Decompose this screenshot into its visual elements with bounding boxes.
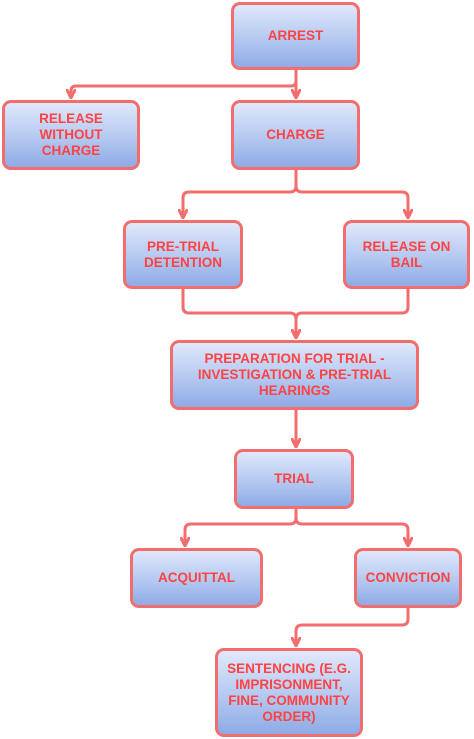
node-release-on-bail: RELEASE ON BAIL [343, 220, 470, 289]
node-charge-label: CHARGE [266, 127, 325, 142]
edge-pre-trial-detention-preparation [181, 289, 296, 337]
node-arrest-label: ARREST [267, 28, 324, 43]
node-acquittal-label: ACQUITTAL [158, 570, 235, 585]
node-sentencing-label: SENTENCING (E.G. IMPRISONMENT, FINE, COM… [227, 660, 351, 724]
node-conviction: CONVICTION [354, 548, 462, 608]
node-preparation-for-trial: PREPARATION FOR TRIAL - INVESTIGATION & … [170, 340, 419, 410]
node-sentencing: SENTENCING (E.G. IMPRISONMENT, FINE, COM… [215, 648, 363, 737]
edge-charge-release-on-bail [294, 170, 408, 217]
node-arrest: ARREST [231, 2, 360, 70]
edge-arrest-release-without-charge [71, 70, 298, 97]
node-trial: TRIAL [234, 449, 354, 509]
edge-trial-conviction [294, 509, 408, 545]
node-preparation-for-trial-label: PREPARATION FOR TRIAL - INVESTIGATION & … [197, 351, 392, 398]
node-release-on-bail-label: RELEASE ON BAIL [362, 238, 451, 270]
edge-release-on-bail-preparation [296, 289, 410, 337]
edge-charge-pre-trial-detention [183, 170, 298, 217]
node-release-without-charge-label: RELEASE WITHOUT CHARGE [39, 111, 103, 158]
node-pre-trial-detention: PRE-TRIAL DETENTION [123, 220, 243, 289]
edge-conviction-sentencing [296, 608, 410, 645]
node-trial-label: TRIAL [274, 471, 314, 486]
node-acquittal: ACQUITTAL [130, 548, 263, 608]
edge-trial-acquittal [185, 509, 298, 545]
node-pre-trial-detention-label: PRE-TRIAL DETENTION [143, 238, 222, 270]
node-charge: CHARGE [231, 100, 360, 170]
node-release-without-charge: RELEASE WITHOUT CHARGE [2, 100, 140, 170]
node-conviction-label: CONVICTION [365, 570, 451, 585]
